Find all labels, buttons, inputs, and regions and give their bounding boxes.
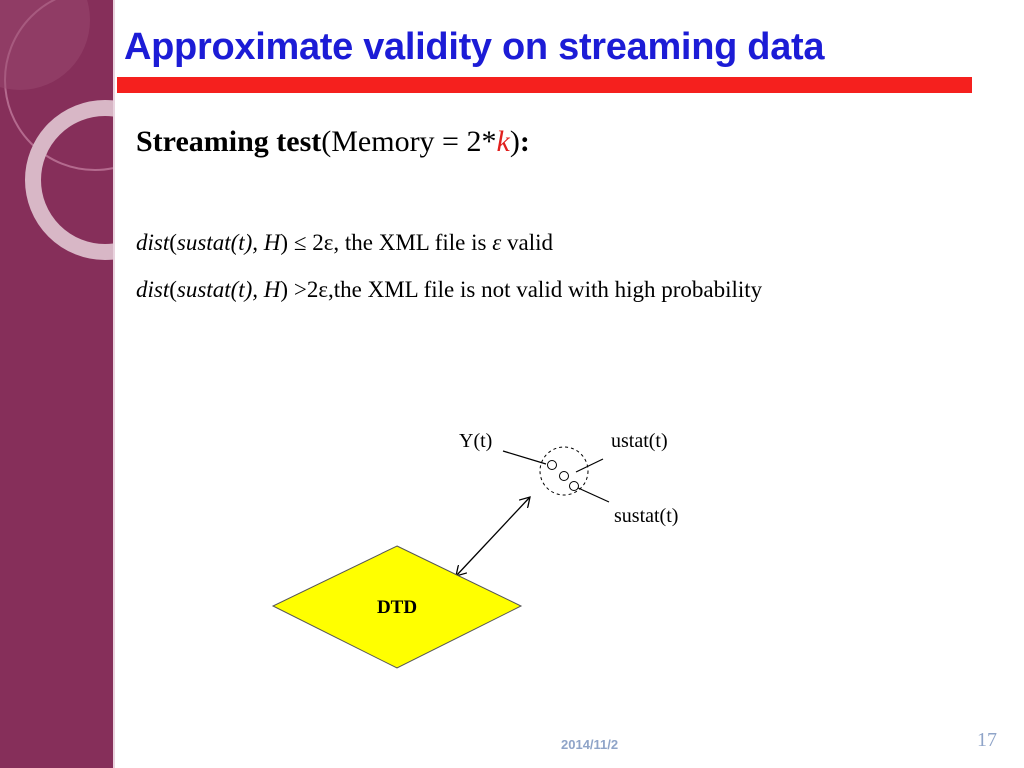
sidebar-rings [0, 0, 113, 260]
equation-invalid: dist(sustat(t), H) >2ε,the XML file is n… [136, 277, 762, 303]
eq2-close: ) [280, 277, 289, 302]
line-yt [502, 450, 547, 465]
sidebar-edge [113, 0, 115, 768]
eq1-op: ≤ 2ε, [293, 230, 340, 255]
eq1-arg: (t), H [230, 230, 281, 255]
node-ustat [559, 471, 569, 481]
equation-valid: dist(sustat(t), H) ≤ 2ε, the XML file is… [136, 230, 553, 256]
eq2-op: >2ε, [293, 277, 334, 302]
footer-date: 2014/11/2 [561, 737, 619, 752]
ring-thick [25, 100, 113, 260]
node-yt [547, 460, 557, 470]
sidebar-decoration [0, 0, 113, 768]
subtitle-colon: : [519, 125, 530, 158]
eq2-text: the XML file is not valid with high prob… [333, 277, 763, 302]
label-ustat: ustat(t) [611, 430, 668, 452]
subtitle-bold: Streaming test [136, 125, 322, 158]
stream-cluster [539, 446, 589, 496]
eq1-inner: sustat [176, 230, 231, 255]
eq2-inner: sustat [176, 277, 231, 302]
line-sustat [575, 486, 610, 503]
label-sustat: sustat(t) [614, 505, 678, 527]
eq2-arg: (t), H [230, 277, 281, 302]
eq1-open: ( [169, 230, 177, 255]
slide-subtitle: Streaming test(Memory = 2*k): [136, 125, 530, 159]
subtitle-close: ) [509, 125, 520, 158]
title-underline-bar [117, 77, 972, 93]
subtitle-open: (Memory = 2* [321, 125, 497, 158]
double-arrow [456, 497, 530, 576]
slide-title: Approximate validity on streaming data [124, 26, 825, 68]
subtitle-var-k: k [496, 125, 510, 158]
eq1-tail: valid [507, 230, 554, 255]
eq1-close: ) [280, 230, 289, 255]
dtd-label: DTD [377, 597, 417, 618]
dtd-diamond [271, 545, 523, 669]
node-sustat [569, 481, 579, 491]
line-ustat [575, 458, 604, 473]
eq1-text: the XML file is [344, 230, 487, 255]
eq2-fn: dist [136, 277, 170, 302]
label-yt: Y(t) [459, 430, 492, 452]
eq2-open: ( [169, 277, 177, 302]
eq1-eps: ε [492, 230, 502, 255]
eq1-fn: dist [136, 230, 170, 255]
page-number: 17 [977, 729, 997, 751]
ring-soft [0, 0, 90, 90]
